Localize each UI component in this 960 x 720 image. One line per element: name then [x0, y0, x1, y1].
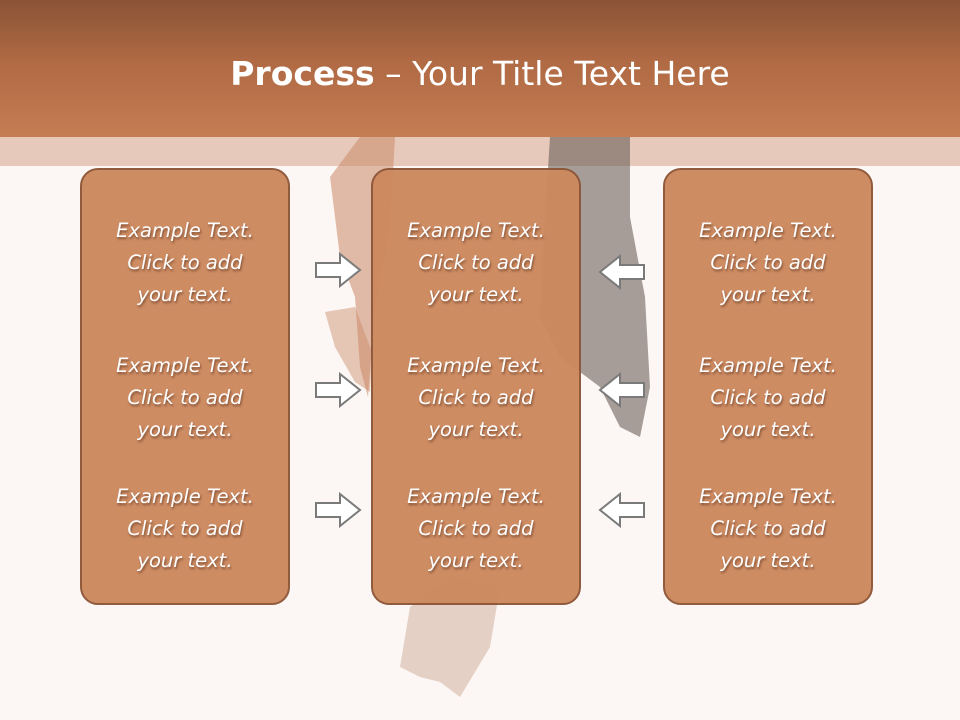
photo-hands-bottom	[400, 577, 500, 697]
left-arrow-icon	[598, 372, 645, 408]
right-arrow-icon	[315, 372, 362, 408]
left-arrow-icon	[598, 254, 645, 290]
right-arrow-icon	[315, 252, 362, 288]
photo-hand	[325, 307, 372, 392]
title-rest: – Your Title Text Here	[374, 54, 730, 93]
right-arrow-icon	[315, 492, 362, 528]
title-bar	[0, 0, 960, 137]
slide-title[interactable]: Process – Your Title Text Here	[0, 52, 960, 96]
left-arrow-icon	[598, 492, 645, 528]
title-bold: Process	[230, 54, 375, 93]
header-band	[0, 137, 960, 166]
